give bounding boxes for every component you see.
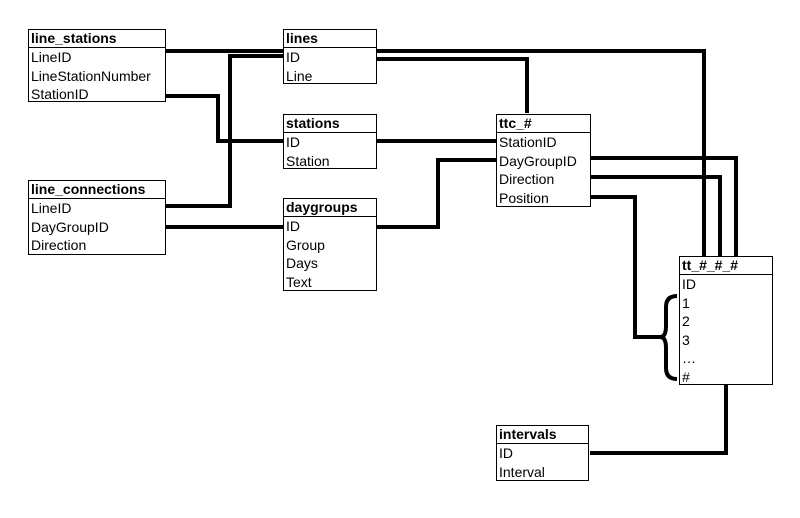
table-ttc: ttc_# StationID DayGroupID Direction Pos… xyxy=(496,114,591,207)
field-stationid: StationID xyxy=(499,134,557,150)
field-id: ID xyxy=(286,134,300,150)
connector-ttc-direction-to-tt xyxy=(590,175,722,256)
table-title: line_connections xyxy=(29,181,165,199)
field-2: 2 xyxy=(682,313,690,329)
table-title: ttc_# xyxy=(497,115,590,133)
field-days: Days xyxy=(286,255,318,271)
field-id: ID xyxy=(682,276,696,292)
connector-linestations-stationid-to-stations xyxy=(166,94,284,143)
field-interval: Interval xyxy=(499,463,545,480)
field-line: Line xyxy=(286,67,313,84)
connector-ttc-daygroup-to-tt xyxy=(590,156,738,256)
field-id: ID xyxy=(499,445,513,461)
table-line-connections: line_connections LineID DayGroupID Direc… xyxy=(28,180,166,255)
table-stations: stations ID Station xyxy=(283,114,377,169)
field-id: ID xyxy=(286,218,300,234)
connector-daygroups-id-to-ttc-daygroup xyxy=(376,158,497,229)
connector-lines-id-to-ttc xyxy=(376,57,529,113)
table-title: stations xyxy=(284,115,376,133)
field-daygroupid: DayGroupID xyxy=(31,218,109,235)
connector-lines-to-tt-1 xyxy=(376,49,706,256)
table-title: line_stations xyxy=(29,30,165,48)
table-title: tt_#_#_# xyxy=(680,257,772,275)
table-title: daygroups xyxy=(284,199,376,217)
table-tt: tt_#_#_# ID 1 2 3 … # xyxy=(679,256,773,385)
table-lines: lines ID Line xyxy=(283,29,377,84)
field-linestationnumber: LineStationNumber xyxy=(31,67,151,84)
field-lineid: LineID xyxy=(31,49,72,65)
field-1: 1 xyxy=(682,294,690,311)
connector-tt-to-intervals xyxy=(590,385,728,455)
field-text: Text xyxy=(286,273,312,290)
field-lineid: LineID xyxy=(31,200,72,216)
table-title: intervals xyxy=(497,426,588,444)
field-position: Position xyxy=(499,189,549,206)
connector-lineconnections-lineid-to-lines xyxy=(166,54,284,208)
field-direction: Direction xyxy=(499,171,555,187)
field-id: ID xyxy=(286,49,300,65)
field-ellipsis: … xyxy=(682,350,696,366)
brace-tt-columns xyxy=(659,294,678,381)
table-title: lines xyxy=(284,30,376,48)
field-hash: # xyxy=(682,368,690,385)
field-group: Group xyxy=(286,236,325,253)
table-intervals: intervals ID Interval xyxy=(496,425,589,481)
field-3: 3 xyxy=(682,331,690,348)
field-stationid: StationID xyxy=(31,86,89,102)
table-line-stations: line_stations LineID LineStationNumber S… xyxy=(28,29,166,102)
field-station: Station xyxy=(286,152,330,169)
field-daygroupid: DayGroupID xyxy=(499,152,577,169)
table-daygroups: daygroups ID Group Days Text xyxy=(283,198,377,291)
field-direction: Direction xyxy=(31,237,87,253)
connector-ttc-position-to-tt-columns xyxy=(590,195,662,339)
